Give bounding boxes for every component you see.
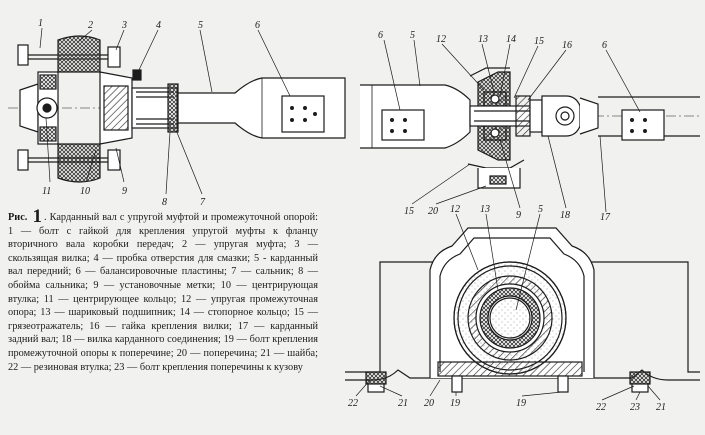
figure-number: 1 — [32, 206, 42, 227]
callout-label: 22 — [596, 402, 606, 413]
right-view-callouts: 6 5 12 13 14 15 16 6 15 20 9 18 17 — [378, 30, 611, 223]
callout-label: 20 — [428, 206, 438, 217]
right-view-support — [360, 39, 700, 213]
callout-label: 21 — [656, 402, 666, 413]
callout-label: 4 — [156, 20, 161, 31]
callout-label: 5 — [198, 20, 203, 31]
callout-label: 2 — [88, 20, 93, 31]
callout-label: 13 — [478, 34, 488, 45]
callout-label: 16 — [562, 40, 572, 51]
callout-label: 3 — [121, 20, 127, 31]
callout-label: 19 — [516, 398, 526, 409]
callout-label: 9 — [516, 210, 521, 221]
callout-label: 12 — [450, 204, 460, 215]
callout-label: 9 — [122, 186, 127, 197]
left-view-coupling — [8, 27, 346, 195]
callout-label: 8 — [162, 197, 167, 208]
callout-label: 13 — [480, 204, 490, 215]
callout-label: 6 — [255, 20, 260, 31]
callout-label: 20 — [424, 398, 434, 409]
callout-label: 15 — [534, 36, 544, 47]
callout-label: 14 — [506, 34, 516, 45]
callout-label: 18 — [560, 210, 570, 221]
callout-label: 11 — [42, 186, 51, 197]
callout-label: 15 — [404, 206, 414, 217]
callout-label: 6 — [602, 40, 607, 51]
callout-label: 22 — [348, 398, 358, 409]
figure-caption: Рис. 1. Карданный вал с упругой муфтой и… — [8, 207, 318, 374]
callout-label: 17 — [600, 212, 611, 223]
callout-label: 5 — [538, 204, 543, 215]
callout-label: 7 — [200, 197, 206, 208]
callout-label: 6 — [378, 30, 383, 41]
callout-label: 5 — [410, 30, 415, 41]
callout-label: 19 — [450, 398, 460, 409]
callout-label: 21 — [398, 398, 408, 409]
section-view-callouts: 12 13 5 22 21 20 19 19 22 23 21 — [348, 204, 666, 413]
section-view-crossmember — [345, 213, 700, 401]
left-view-callouts: 1 2 3 4 5 6 11 10 9 8 7 — [38, 18, 260, 208]
callout-label: 10 — [80, 186, 90, 197]
callout-label: 12 — [436, 34, 446, 45]
callout-label: 1 — [38, 18, 43, 29]
figure-caption-text: . Карданный вал с упругой муфтой и проме… — [8, 212, 318, 373]
figure-label: Рис. — [8, 212, 28, 223]
callout-label: 23 — [630, 402, 640, 413]
